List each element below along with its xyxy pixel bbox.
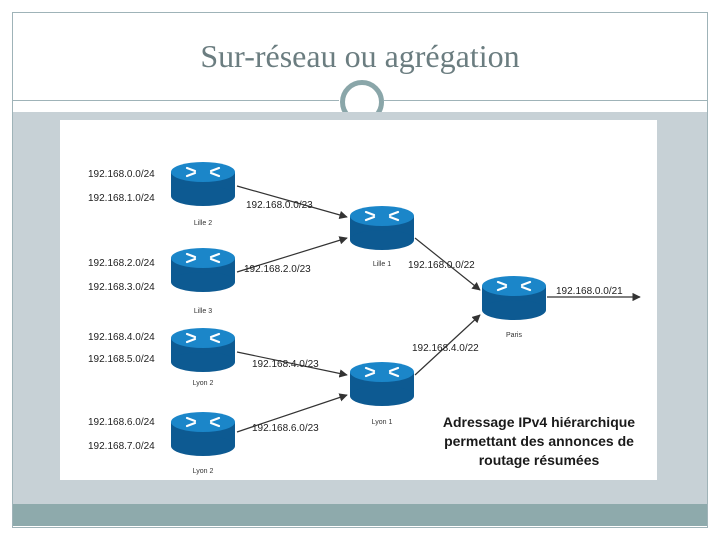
link-label: 192.168.4.0/23 (252, 359, 319, 370)
network-label: 192.168.4.0/24 (88, 332, 155, 343)
link-label: 192.168.2.0/23 (244, 264, 311, 275)
link-label: 192.168.6.0/23 (252, 423, 319, 434)
link-label: 192.168.0.0/23 (246, 200, 313, 211)
router-icon-lyon2a (169, 326, 237, 374)
router-label-paris: Paris (506, 332, 522, 339)
slide-title: Sur-réseau ou agrégation (200, 38, 520, 74)
network-label: 192.168.0.0/24 (88, 169, 155, 180)
link-label: 192.168.0.0/22 (408, 260, 475, 271)
link-label: 192.168.0.0/21 (556, 286, 623, 297)
network-label: 192.168.6.0/24 (88, 417, 155, 428)
caption-line-3: routage résumées (479, 452, 600, 468)
router-icon-lille2 (169, 160, 237, 208)
router-icon-lyon1 (348, 360, 416, 408)
router-label-lyon1: Lyon 1 (372, 419, 393, 426)
link-lille1-paris (414, 237, 481, 291)
title-rule-right (384, 100, 707, 101)
router-label-lille2: Lille 2 (194, 220, 212, 227)
network-label: 192.168.5.0/24 (88, 354, 155, 365)
link-lille3-lille1 (236, 236, 348, 273)
router-icon-lille1 (348, 204, 416, 252)
link-label: 192.168.4.0/22 (412, 343, 479, 354)
router-label-lille1: Lille 1 (373, 261, 391, 268)
router-icon-lyon2b (169, 410, 237, 458)
network-label: 192.168.3.0/24 (88, 282, 155, 293)
footer-bar (13, 504, 707, 526)
network-diagram-svg: Lille 2 Lille 3 Lyon 2 Lyon 2 Lille 1 Ly… (88, 160, 641, 475)
router-label-lyon2a: Lyon 2 (193, 380, 214, 387)
links (236, 185, 641, 433)
caption-line-1: Adressage IPv4 hiérarchique (443, 414, 635, 430)
network-label: 192.168.1.0/24 (88, 193, 155, 204)
router-label-lyon2b: Lyon 2 (193, 468, 214, 475)
router-label-lille3: Lille 3 (194, 308, 212, 315)
router-icon-paris (480, 274, 548, 322)
link-lyon2a-lyon1 (236, 351, 348, 378)
router-icon-lille3 (169, 246, 237, 294)
caption-line-2: permettant des annonces de (444, 433, 634, 449)
link-lyon2b-lyon1 (236, 393, 348, 433)
link-lyon1-paris (414, 314, 481, 376)
link-lille2-lille1 (236, 185, 348, 219)
network-diagram: Lille 2 Lille 3 Lyon 2 Lyon 2 Lille 1 Ly… (60, 120, 657, 480)
title-rule-left (13, 100, 339, 101)
network-label: 192.168.2.0/24 (88, 258, 155, 269)
network-label: 192.168.7.0/24 (88, 441, 155, 452)
